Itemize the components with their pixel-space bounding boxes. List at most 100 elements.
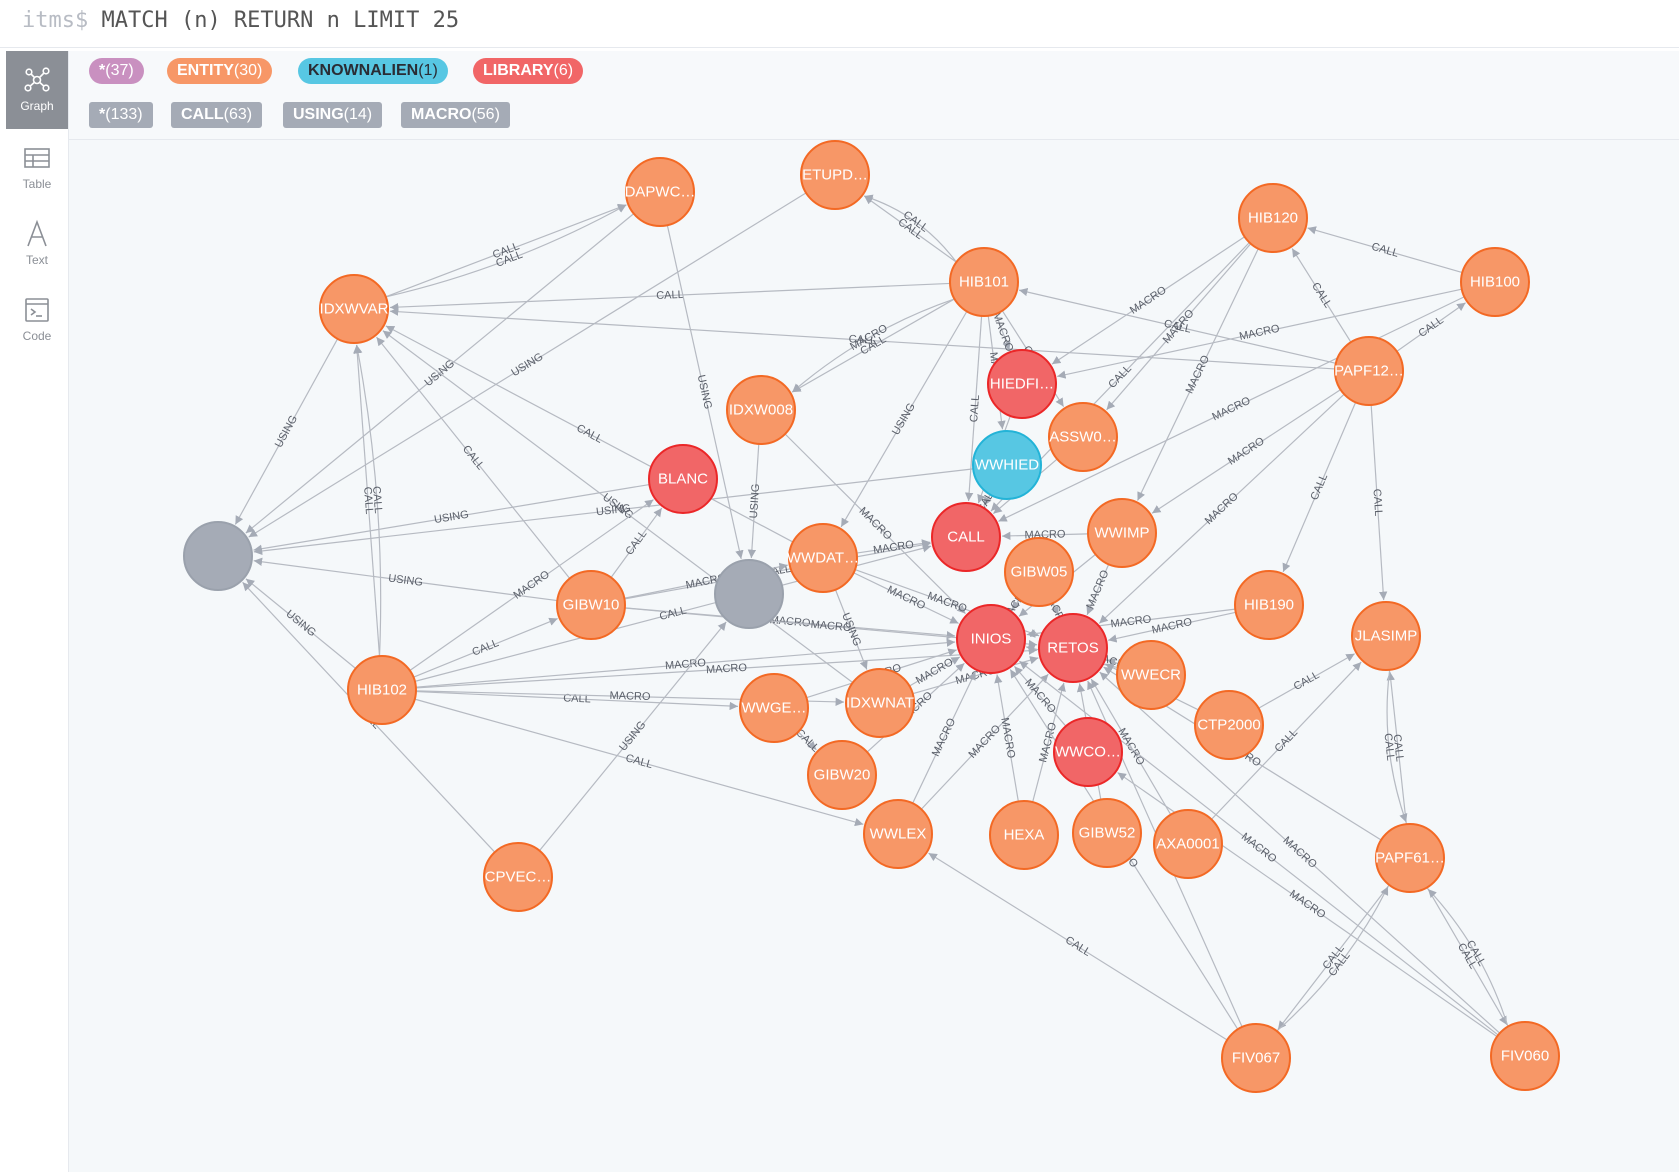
node-circle[interactable] [1116, 640, 1186, 710]
edge-jlasimp-papf61[interactable] [1386, 669, 1408, 823]
node-circle[interactable] [863, 799, 933, 869]
node-circle[interactable] [788, 523, 858, 593]
graph-node-idxwvar[interactable]: IDXWVAR [319, 274, 389, 344]
edge-wwdat-idxwnat[interactable] [834, 589, 868, 670]
edge-hib101-idxw008[interactable] [791, 298, 955, 393]
graph-node-retos[interactable]: RETOS [1038, 613, 1108, 683]
legend-label-library[interactable]: LIBRARY(6) [473, 58, 584, 84]
edge-gibw05-retos[interactable] [1051, 602, 1059, 616]
edge-axa0001-retos[interactable] [1090, 678, 1172, 815]
edge-gibw10-blanc[interactable] [610, 507, 663, 578]
graph-node-wwlex[interactable]: WWLEX [863, 799, 933, 869]
query-text[interactable]: itms$ MATCH (n) RETURN n LIMIT 25 [22, 8, 459, 33]
node-circle[interactable] [1460, 247, 1530, 317]
edge-papf61-fiv067[interactable] [1277, 884, 1390, 1030]
graph-node-wwhied[interactable]: WWHIED [972, 430, 1042, 500]
node-circle[interactable] [972, 430, 1042, 500]
edge-fiv060-inios[interactable] [1019, 660, 1499, 1036]
node-circle[interactable] [739, 673, 809, 743]
node-circle[interactable] [1238, 183, 1308, 253]
view-graph-button[interactable]: Graph [6, 51, 68, 129]
view-table-button[interactable]: Table [6, 129, 68, 207]
edge-hib190-retos[interactable] [1108, 611, 1236, 643]
legend-rel-all[interactable]: *(133) [89, 102, 153, 128]
edge-wwlex-inios[interactable] [912, 671, 977, 804]
node-circle[interactable] [987, 349, 1057, 419]
edge-idxwvar-u1[interactable] [234, 338, 339, 525]
node-circle[interactable] [1221, 1023, 1291, 1093]
edge-gibw05-inios[interactable] [1011, 599, 1021, 611]
graph-node-hib101[interactable]: HIB101 [949, 247, 1019, 317]
graph-node-gibw10[interactable]: GIBW10 [556, 570, 626, 640]
edge-fiv060-papf61[interactable] [1427, 888, 1509, 1027]
edge-fiv060-retos[interactable] [1099, 671, 1501, 1034]
graph-node-axa0001[interactable]: AXA0001 [1153, 809, 1223, 879]
graph-node-wwco[interactable]: WWCO… [1053, 717, 1123, 787]
legend-rel-using[interactable]: USING(14) [283, 102, 383, 128]
node-circle[interactable] [949, 247, 1019, 317]
node-circle[interactable] [556, 570, 626, 640]
node-circle[interactable] [807, 740, 877, 810]
edge-fiv067-wwlex[interactable] [928, 852, 1228, 1041]
edge-ctp2000-jlasimp[interactable] [1258, 653, 1355, 709]
edge-hib102-inios[interactable] [415, 638, 956, 688]
node-circle[interactable] [1087, 498, 1157, 568]
node-circle[interactable] [483, 842, 553, 912]
node-circle[interactable] [1072, 798, 1142, 868]
graph-node-u2[interactable] [714, 559, 784, 629]
edge-papf12-hib100[interactable] [1396, 302, 1466, 352]
edge-hib102-wwge[interactable] [415, 690, 739, 711]
node-circle[interactable] [1038, 613, 1108, 683]
graph-node-idxwnat[interactable]: IDXWNAT [845, 668, 915, 738]
edge-hib100-hiedfi[interactable] [1057, 288, 1462, 379]
graph-node-gibw52[interactable]: GIBW52 [1072, 798, 1142, 868]
graph-node-papf12[interactable]: PAPF12… [1334, 336, 1404, 406]
edge-hib101-etupd[interactable] [863, 195, 957, 263]
graph-node-assw0[interactable]: ASSW0… [1048, 402, 1118, 472]
edge-axa0001-jlasimp[interactable] [1211, 661, 1362, 820]
edge-idxwnat-inios[interactable] [909, 656, 961, 687]
edge-papf12-idxwvar[interactable] [389, 307, 1336, 370]
edge-idxwvar-dapwc[interactable] [385, 204, 627, 298]
graph-node-wwdat[interactable]: WWDAT… [787, 523, 859, 593]
graph-node-papf61[interactable]: PAPF61… [1375, 823, 1445, 893]
edge-hib101-idxwvar[interactable] [389, 282, 951, 312]
graph-node-gibw05[interactable]: GIBW05 [1004, 537, 1074, 607]
edge-hexa-retos[interactable] [1032, 682, 1066, 803]
view-text-button[interactable]: Text [6, 205, 68, 283]
node-circle[interactable] [931, 502, 1001, 572]
edge-hib101-idxw008[interactable] [791, 298, 955, 393]
edge-hib102-wwlex[interactable] [414, 698, 864, 827]
edge-papf12-wwimp[interactable] [1151, 389, 1341, 514]
edge-hexa-inios[interactable] [994, 674, 1019, 802]
graph-node-u1[interactable] [183, 521, 253, 591]
graph-node-wwecr[interactable]: WWECR [1116, 640, 1186, 710]
node-circle[interactable] [648, 444, 718, 514]
edge-hib102-idxwvar[interactable] [353, 344, 381, 657]
graph-node-hexa[interactable]: HEXA [989, 800, 1059, 870]
edge-wwimp-call[interactable] [1001, 531, 1089, 541]
edge-hib101-etupd[interactable] [864, 194, 957, 263]
graph-node-gibw20[interactable]: GIBW20 [807, 740, 877, 810]
node-circle[interactable] [1490, 1021, 1560, 1091]
edge-gibw10-call[interactable] [624, 540, 931, 600]
graph-node-wwge[interactable]: WWGE… [739, 673, 809, 743]
edge-dapwc-u2[interactable] [666, 225, 744, 559]
edge-papf12-retos[interactable] [1098, 393, 1345, 624]
node-circle[interactable] [1234, 570, 1304, 640]
edge-hib120-hiedfi[interactable] [1051, 236, 1245, 365]
legend-label-entity[interactable]: ENTITY(30) [167, 58, 273, 84]
edge-wwhied-u1[interactable] [253, 468, 974, 556]
edge-hib100-hib120[interactable] [1307, 226, 1463, 274]
edge-papf61-jlasimp[interactable] [1386, 671, 1407, 825]
node-circle[interactable] [800, 140, 870, 210]
node-circle[interactable] [1334, 336, 1404, 406]
edge-idxw008-inios[interactable] [784, 433, 966, 615]
node-circle[interactable] [1194, 690, 1264, 760]
node-circle[interactable] [714, 559, 784, 629]
edge-hib102-call[interactable] [414, 544, 932, 682]
graph-node-hib100[interactable]: HIB100 [1460, 247, 1530, 317]
graph-node-jlasimp[interactable]: JLASIMP [1351, 601, 1421, 671]
